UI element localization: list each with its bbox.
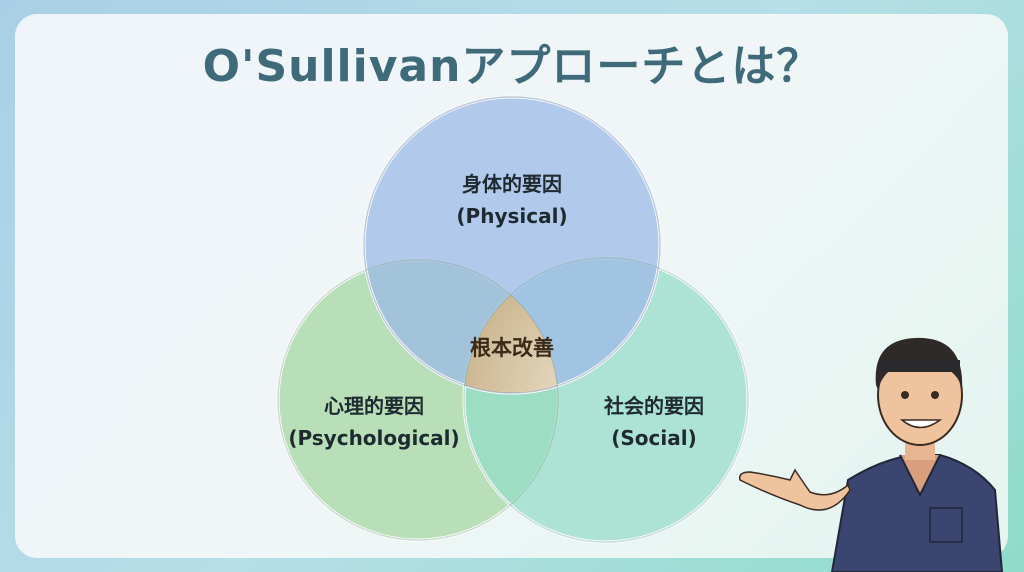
psychological-subtitle: (Psychological) bbox=[288, 426, 460, 450]
venn-label-physical: 身体的要因 (Physical) bbox=[456, 168, 567, 232]
presenter-illustration bbox=[738, 337, 1004, 572]
psychological-title: 心理的要因 bbox=[324, 394, 424, 418]
venn-center-label: 根本改善 bbox=[470, 336, 554, 360]
venn-label-psychological: 心理的要因 (Psychological) bbox=[288, 390, 459, 454]
slide-title: O'Sullivanアプローチとは？ bbox=[202, 41, 822, 92]
physical-title: 身体的要因 bbox=[462, 172, 562, 196]
social-title: 社会的要因 bbox=[604, 394, 704, 418]
venn-label-social: 社会的要因 (Social) bbox=[604, 390, 704, 454]
physical-subtitle: (Physical) bbox=[456, 204, 568, 228]
social-subtitle: (Social) bbox=[611, 426, 697, 450]
venn-overlap-center bbox=[464, 260, 558, 393]
